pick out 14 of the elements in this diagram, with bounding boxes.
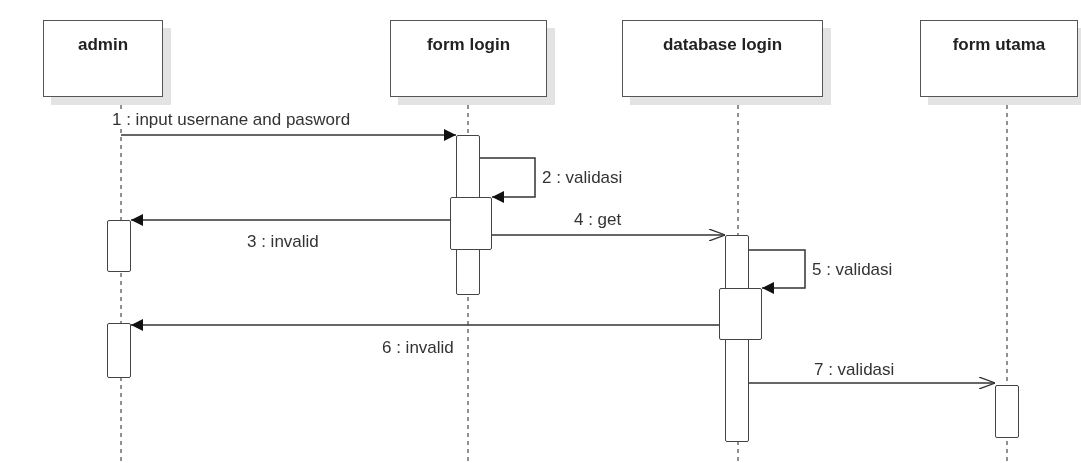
message-arrow (748, 249, 806, 294)
activation-bar (107, 323, 131, 378)
activation-bar (995, 385, 1019, 438)
message-arrow (748, 376, 996, 390)
activation-bar (719, 288, 762, 340)
message-arrow (130, 214, 451, 226)
edge-label: 1 : input usernane and pasword (110, 110, 353, 129)
message-arrow (120, 129, 457, 141)
activation-bar (107, 220, 131, 272)
edge-label: 4 : get (572, 210, 624, 229)
activation-bar (450, 197, 492, 250)
message-arrow (130, 319, 720, 331)
message-arrow (479, 157, 536, 203)
message-arrow (491, 228, 726, 242)
